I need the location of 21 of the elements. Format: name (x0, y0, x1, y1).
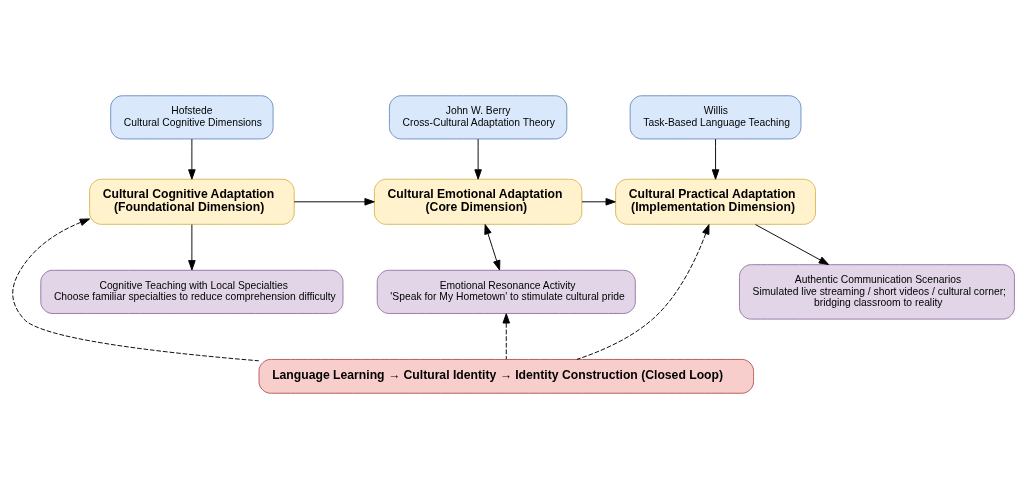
node-box: Cognitive Teaching with Local Specialties Choose familiar specialties to reduce comprehension difficulty (40, 269, 344, 314)
arrow (293, 197, 375, 206)
node-box: Language Learning → Cultural Identity → Identity Construction (Closed Loop) (258, 358, 755, 394)
arrow (484, 223, 501, 270)
node-box: Cultural Cognitive Adaptation (Foundational Dimension) (89, 178, 295, 225)
node-box: Emotional Resonance Activity 'Speak for My Hometown' to stimulate cultural pride (376, 269, 636, 314)
node-box: Authentic Communication Scenarios Simulated live streaming / short videos / cultural corner; bridging classroom to reality (739, 263, 1015, 320)
node-box: Willis Task-Based Language Teaching (629, 94, 802, 139)
arrow (576, 223, 710, 360)
node-box: Cultural Emotional Adaptation (Core Dimension) (373, 178, 583, 225)
node-box: John W. Berry Cross-Cultural Adaptation Theory (388, 94, 568, 139)
arrow (188, 138, 196, 180)
arrow (474, 138, 482, 180)
arrow (12, 217, 260, 361)
arrow (581, 197, 616, 206)
arrow (502, 312, 511, 360)
node-box: Hofstede Cultural Cognitive Dimensions (110, 94, 274, 139)
arrow (711, 138, 720, 180)
arrow (755, 223, 830, 265)
arrow (188, 223, 196, 270)
node-box: Cultural Practical Adaptation (Implementation Dimension) (615, 178, 816, 225)
